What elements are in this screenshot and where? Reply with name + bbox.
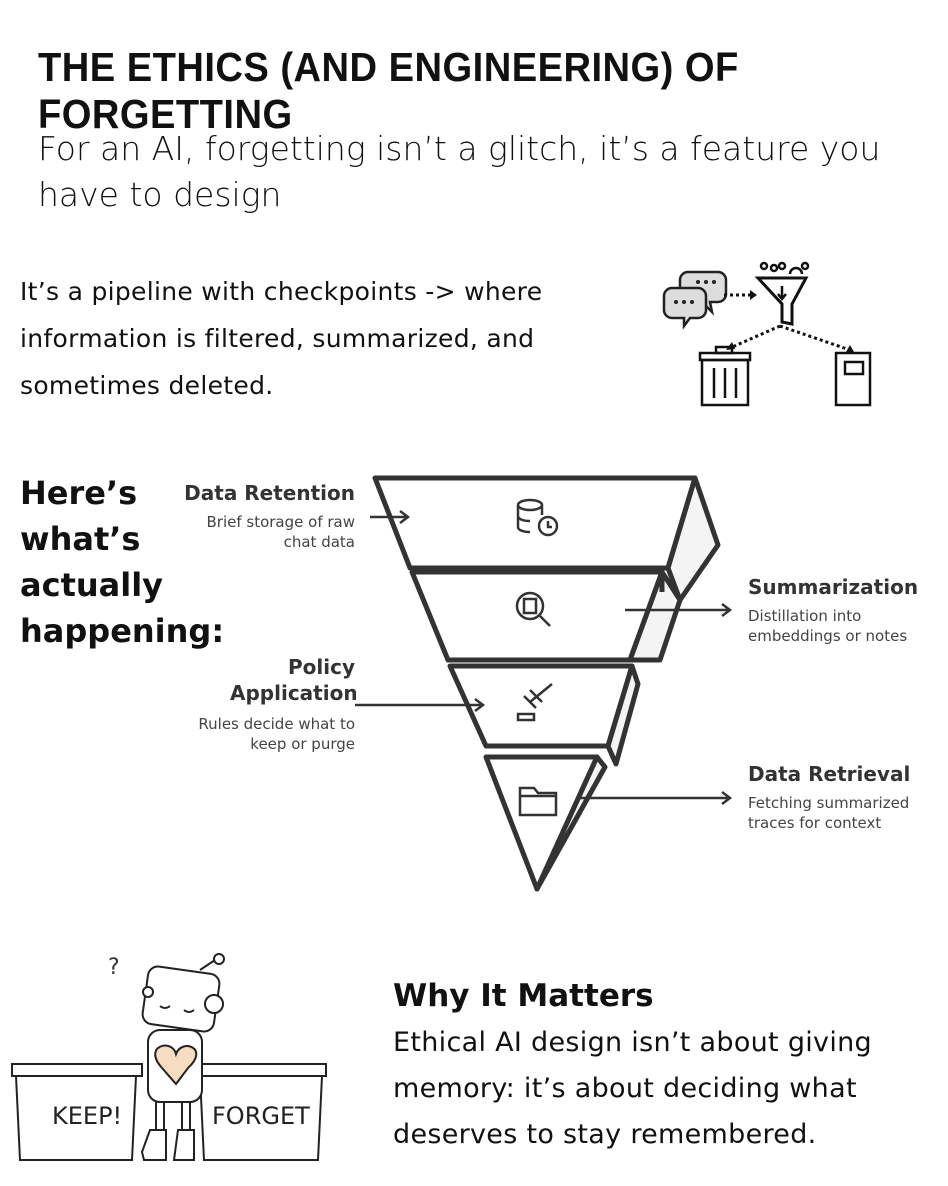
subtitle: For an AI, forgetting isn’t a glitch, it…: [38, 129, 881, 214]
why-text: Ethical AI design isn’t about giving mem…: [393, 1027, 872, 1150]
funnel-layer-retrieval: [483, 754, 600, 892]
stage-title: Data Retention: [184, 481, 355, 505]
stage-title: Policy Application: [230, 655, 358, 705]
funnel-layer-retention: [372, 475, 698, 571]
stage-desc: Fetching summarized traces for context: [748, 794, 910, 832]
thought-question: ?: [108, 955, 120, 980]
intro-text: It’s a pipeline with checkpoints -> wher…: [20, 277, 543, 400]
pipeline-illustration-icon: [662, 261, 872, 407]
stage-desc: Brief storage of raw chat data: [206, 513, 355, 551]
keep-bin-label: KEEP!: [52, 1102, 122, 1130]
database-clock-icon: [516, 498, 559, 537]
stage-data-retrieval: Data Retrieval Fetching summarized trace…: [748, 761, 938, 833]
document-search-icon: [515, 591, 551, 627]
stage-title: Data Retrieval: [748, 762, 911, 786]
robot-bins-illustration: ? KEEP! FORGET: [11, 953, 327, 1161]
stage-title: Summarization: [748, 575, 919, 599]
funnel-diagram: [355, 475, 733, 892]
forget-bin-label: FORGET: [212, 1102, 310, 1130]
stage-desc: Distillation into embeddings or notes: [748, 607, 908, 645]
folder-icon: [518, 786, 558, 817]
section-heading: Here’s what’s actually happening:: [20, 474, 225, 650]
stage-desc: Rules decide what to keep or purge: [198, 715, 355, 753]
gavel-icon: [516, 683, 553, 722]
stage-summarization: Summarization Distillation into embeddin…: [748, 574, 938, 646]
stage-data-retention: Data Retention Brief storage of raw chat…: [150, 480, 355, 552]
why-title: Why It Matters: [393, 978, 654, 1014]
page-title: THE ETHICS (AND ENGINEERING) OF FORGETTI…: [38, 44, 739, 137]
stage-policy-application: Policy Application Rules decide what to …: [170, 654, 358, 754]
